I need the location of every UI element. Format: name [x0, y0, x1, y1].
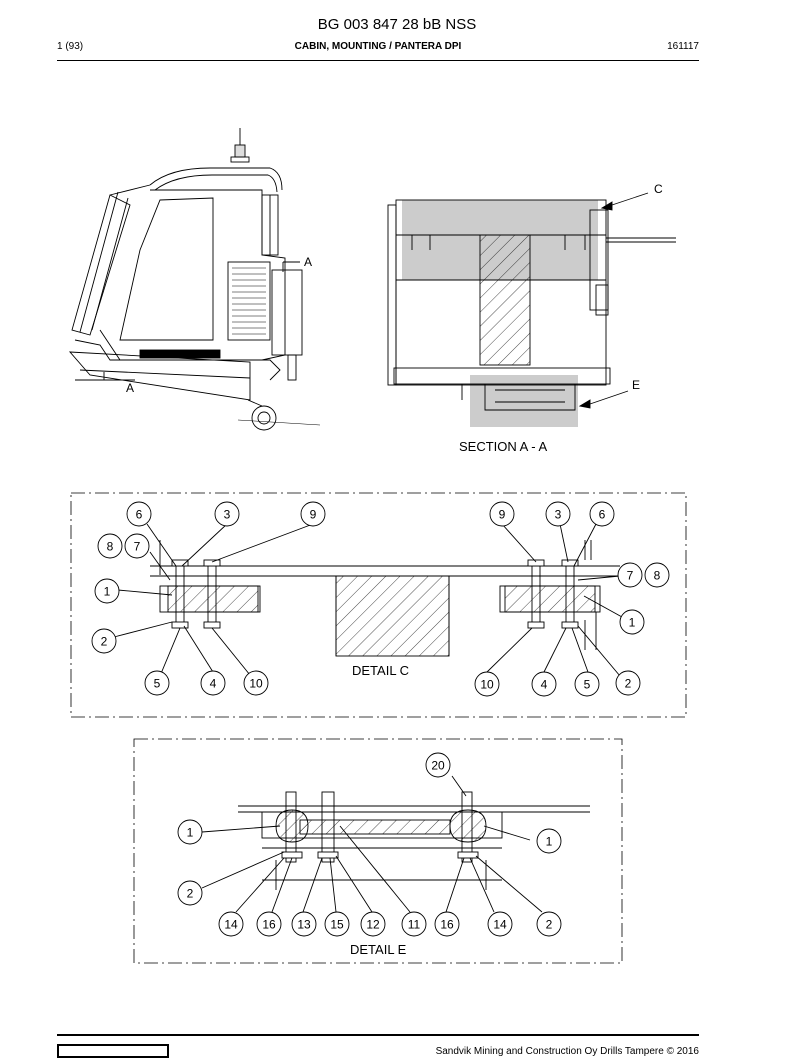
detail-e-balloon-number: 14 [493, 918, 507, 932]
detail-e-balloon-number: 12 [366, 918, 380, 932]
footer-copyright: Sandvik Mining and Construction Oy Drill… [435, 1046, 699, 1057]
detail-c-balloon-circle [619, 609, 645, 635]
detail-c-balloon-circle [126, 501, 152, 527]
detail-c-balloon-circle [615, 670, 641, 696]
callout-e: E [632, 378, 640, 392]
detail-c-balloon-circle [243, 670, 269, 696]
detail-e-balloon-circle [291, 911, 317, 937]
detail-c-balloon-number: 6 [136, 508, 143, 522]
detail-e-balloon-circle [401, 911, 427, 937]
detail-e-balloon-circle [256, 911, 282, 937]
section-mark-a-bottom: A [126, 381, 134, 395]
detail-e-balloon-circle [360, 911, 386, 937]
callout-c: C [654, 182, 663, 196]
detail-e-balloon-number: 13 [297, 918, 311, 932]
detail-c-drawing [113, 523, 623, 677]
section-a-a-view [387, 192, 676, 427]
detail-c-balloon-number: 8 [654, 569, 661, 583]
detail-c-balloon-circle [300, 501, 326, 527]
detail-c-balloon-circle [124, 533, 150, 559]
detail-c-balloon-number: 7 [134, 540, 141, 554]
detail-e-balloon-number: 2 [546, 918, 553, 932]
detail-c-balloon-circle [489, 501, 515, 527]
detail-e-balloon-circle [324, 911, 350, 937]
detail-c-balloon-circle [97, 533, 123, 559]
detail-c-balloon-circle [644, 562, 670, 588]
detail-c-balloon-circle [214, 501, 240, 527]
detail-e-title: DETAIL E [350, 942, 407, 957]
detail-c-balloon-number: 7 [627, 569, 634, 583]
detail-e-balloon-circle [177, 880, 203, 906]
section-a-a-title: SECTION A - A [459, 439, 547, 454]
detail-c-balloon-number: 2 [625, 677, 632, 691]
detail-e-balloon-number: 2 [187, 887, 194, 901]
footer-rule [57, 1034, 699, 1036]
detail-c-balloon-circle [94, 578, 120, 604]
detail-e-balloon-circle [434, 911, 460, 937]
detail-c-balloon-number: 3 [555, 508, 562, 522]
detail-e-balloon-circle [218, 911, 244, 937]
detail-c-balloon-circle [200, 670, 226, 696]
cabin-side-view [68, 128, 321, 431]
page-number: 1 (93) [57, 41, 84, 52]
detail-c-balloon-number: 9 [310, 508, 317, 522]
detail-c-balloon-number: 4 [210, 677, 217, 691]
detail-c-balloon-number: 10 [480, 678, 494, 692]
detail-c-frame [70, 492, 687, 718]
detail-c-balloon-number: 6 [599, 508, 606, 522]
detail-e-balloon-circle [425, 752, 451, 778]
document-id: BG 003 847 28 bB NSS [317, 16, 477, 33]
detail-c-balloon-circle [574, 671, 600, 697]
header-rule [57, 60, 699, 61]
document-date: 161117 [667, 41, 699, 52]
detail-e-balloon-number: 20 [431, 759, 445, 773]
detail-e-balloon-circle [536, 911, 562, 937]
page-title: CABIN, MOUNTING / PANTERA DPI [294, 41, 462, 52]
detail-c-balloons: 6 3 9 8 7 1 2 5 4 10 9 3 6 7 8 1 10 4 5 2 [91, 501, 670, 697]
detail-c-balloon-number: 5 [584, 678, 591, 692]
detail-e-balloon-circle [177, 819, 203, 845]
detail-c-balloon-circle [91, 628, 117, 654]
detail-c-balloon-circle [144, 670, 170, 696]
sandvik-logo [57, 1044, 169, 1058]
detail-c-balloon-number: 8 [107, 540, 114, 554]
header-row: 1 (93) CABIN, MOUNTING / PANTERA DPI 161… [57, 41, 699, 55]
detail-c-balloon-number: 2 [101, 635, 108, 649]
detail-c-balloon-circle [474, 671, 500, 697]
detail-e-balloon-number: 1 [546, 835, 553, 849]
detail-c-title: DETAIL C [352, 663, 409, 678]
detail-e-balloon-circle [487, 911, 513, 937]
detail-c-balloon-number: 4 [541, 678, 548, 692]
detail-e-drawing [201, 775, 590, 913]
detail-c-balloon-number: 1 [104, 585, 111, 599]
detail-c-balloon-number: 3 [224, 508, 231, 522]
detail-e-balloon-number: 16 [440, 918, 454, 932]
detail-c-balloon-number: 10 [249, 677, 263, 691]
detail-c-balloon-number: 9 [499, 508, 506, 522]
detail-c-balloon-number: 1 [629, 616, 636, 630]
detail-c-balloon-circle [545, 501, 571, 527]
detail-e-balloon-number: 11 [408, 918, 421, 932]
section-mark-a-top: A [304, 255, 312, 269]
detail-c-balloon-circle [531, 671, 557, 697]
detail-e-balloon-number: 15 [330, 918, 344, 932]
detail-e-balloon-circle [536, 828, 562, 854]
detail-c-balloon-circle [589, 501, 615, 527]
detail-e-balloon-number: 16 [262, 918, 276, 932]
detail-c-balloon-circle [617, 562, 643, 588]
detail-c-balloon-number: 5 [154, 677, 161, 691]
detail-e-balloon-number: 14 [224, 918, 238, 932]
detail-e-frame [133, 738, 623, 964]
detail-e-balloon-number: 1 [187, 826, 194, 840]
